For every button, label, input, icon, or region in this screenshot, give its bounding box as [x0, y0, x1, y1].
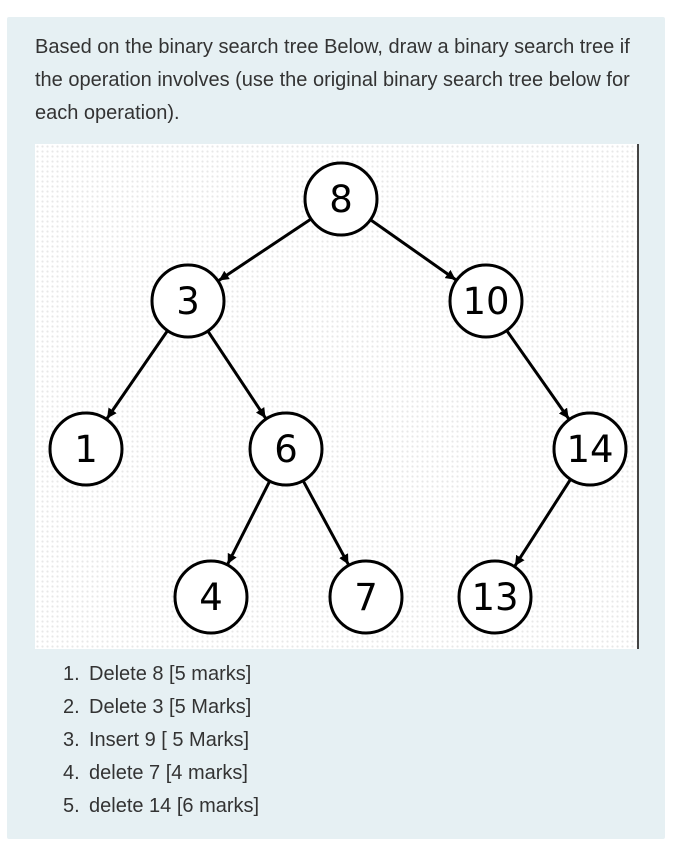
operations-list: 1. Delete 8 [5 marks] 2. Delete 3 [5 Marks… [63, 658, 259, 823]
tree-edge-n10-n14 [505, 329, 570, 420]
operation-item: 3. Insert 9 [ 5 Marks] [63, 724, 259, 757]
tree-node-3: 3 [150, 263, 226, 339]
operation-text: delete 7 [4 marks] [89, 762, 248, 784]
tree-node-label: 10 [462, 280, 509, 323]
operation-item: 1. Delete 8 [5 marks] [63, 658, 259, 691]
tree-node-10: 10 [448, 263, 524, 339]
tree-node-circle [303, 161, 379, 237]
tree-node-circle [150, 263, 226, 339]
tree-node-label: 4 [199, 576, 223, 619]
operation-number: 3. [63, 729, 80, 751]
tree-node-label: 3 [176, 280, 200, 323]
tree-node-4: 4 [173, 559, 249, 635]
operation-item: 5. delete 14 [6 marks] [63, 790, 259, 823]
operation-text: delete 14 [6 marks] [89, 795, 260, 817]
tree-node-1: 1 [48, 411, 124, 487]
operation-number: 1. [63, 663, 80, 685]
tree-edge-n3-n1 [105, 329, 169, 420]
operation-number: 5. [63, 795, 80, 817]
question-text: Based on the binary search tree Below, d… [35, 36, 630, 124]
binary-search-tree-diagram: 8 3 10 1 6 14 4 7 13 [48, 161, 628, 635]
question-card: Based on the binary search tree Below, d… [7, 17, 665, 839]
tree-node-circle [552, 411, 628, 487]
operation-text: Delete 8 [5 marks] [89, 663, 252, 685]
tree-edge-n8-n10 [369, 218, 457, 281]
operation-number: 4. [63, 762, 80, 784]
tree-node-circle [248, 411, 324, 487]
operation-number: 2. [63, 696, 80, 718]
tree-node-circle [48, 411, 124, 487]
tree-node-circle [448, 263, 524, 339]
tree-node-8: 8 [303, 161, 379, 237]
tree-node-label: 6 [274, 428, 298, 471]
tree-node-label: 14 [566, 428, 613, 471]
tree-edge-n3-n6 [206, 330, 267, 419]
tree-node-14: 14 [552, 411, 628, 487]
operation-text: Delete 3 [5 Marks] [89, 696, 252, 718]
tree-node-label: 1 [74, 428, 98, 471]
tree-node-label: 8 [329, 178, 353, 221]
tree-edge-n6-n7 [301, 479, 350, 566]
tree-node-circle [328, 559, 404, 635]
tree-node-label: 13 [471, 576, 518, 619]
operation-text: Insert 9 [ 5 Marks] [89, 729, 250, 751]
tree-node-label: 7 [354, 576, 378, 619]
operation-item: 2. Delete 3 [5 Marks] [63, 691, 259, 724]
figure-border [637, 144, 639, 649]
tree-node-7: 7 [328, 559, 404, 635]
operation-item: 4. delete 7 [4 marks] [63, 757, 259, 790]
tree-edge-n8-n3 [217, 217, 312, 282]
tree-edge-n6-n4 [226, 480, 272, 565]
tree-node-6: 6 [248, 411, 324, 487]
tree-node-circle [457, 559, 533, 635]
tree-node-circle [173, 559, 249, 635]
tree-node-13: 13 [457, 559, 533, 635]
tree-figure: 8 3 10 1 6 14 4 7 13 [35, 144, 638, 649]
tree-edge-n14-n13 [513, 478, 572, 567]
